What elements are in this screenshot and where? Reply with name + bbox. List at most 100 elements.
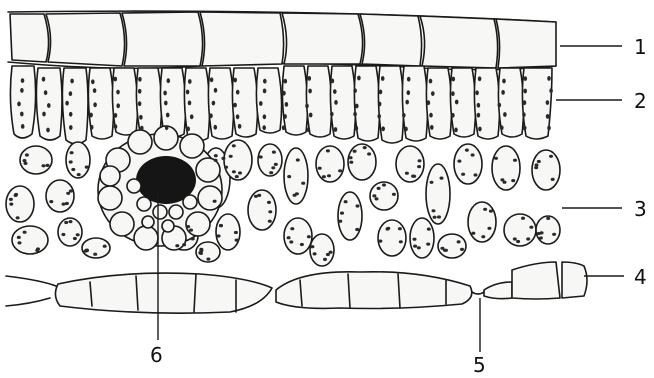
chloroplast-dot <box>210 77 214 82</box>
chloroplast-dot <box>413 245 417 248</box>
chloroplast-dot <box>349 161 353 164</box>
chloroplast-dot <box>355 126 359 131</box>
chloroplast-dot <box>513 159 517 162</box>
chloroplast-dot <box>363 146 367 149</box>
chloroplast-dot <box>259 101 263 106</box>
label-2: 2 <box>634 89 647 113</box>
chloroplast-dot <box>356 204 360 207</box>
chloroplast-dot <box>272 151 276 154</box>
chloroplast-dot <box>338 220 342 223</box>
chloroplast-dot <box>214 125 218 130</box>
chloroplast-dot <box>331 79 335 84</box>
chloroplast-dot <box>233 103 237 108</box>
chloroplast-dot <box>301 182 305 185</box>
chloroplast-dot <box>214 88 218 93</box>
chloroplast-dot <box>529 226 533 229</box>
chloroplast-dot <box>69 220 73 223</box>
chloroplast-dot <box>186 225 190 228</box>
chloroplast-dot <box>268 220 272 223</box>
chloroplast-dot <box>42 164 46 167</box>
chloroplast-dot <box>318 167 322 170</box>
chloroplast-dot <box>375 197 379 200</box>
chloroplast-dot <box>381 76 385 81</box>
chloroplast-dot <box>524 76 528 81</box>
chloroplast-dot <box>93 253 97 256</box>
chloroplast-dot <box>46 128 50 133</box>
chloroplast-dot <box>235 175 239 178</box>
chloroplast-dot <box>61 233 65 236</box>
chloroplast-dot <box>295 192 299 195</box>
chloroplast-dot <box>209 113 213 118</box>
chloroplast-dot <box>103 245 107 248</box>
chloroplast-dot <box>355 228 359 231</box>
label-3: 3 <box>634 197 647 221</box>
chloroplast-dot <box>268 210 272 213</box>
chloroplast-dot <box>355 104 359 109</box>
chloroplast-dot <box>478 127 482 132</box>
chloroplast-dot <box>69 160 73 163</box>
chloroplast-dot <box>511 179 515 182</box>
chloroplast-dot <box>405 100 409 105</box>
chloroplast-dot <box>471 153 475 156</box>
chloroplast-dot <box>9 203 13 206</box>
chloroplast-dot <box>432 209 436 212</box>
chloroplast-dot <box>296 158 300 161</box>
chloroplast-dot <box>190 114 194 119</box>
chloroplast-dot <box>547 126 551 131</box>
chloroplast-dot <box>238 124 242 129</box>
chloroplast-dot <box>537 160 541 163</box>
chloroplast-dot <box>454 127 458 132</box>
chloroplast-dot <box>18 241 22 244</box>
upper-epidermis <box>8 11 556 69</box>
chloroplast-dot <box>69 91 73 96</box>
chloroplast-dot <box>475 90 479 95</box>
label-5: 5 <box>473 353 486 377</box>
chloroplast-dot <box>234 231 238 234</box>
chloroplast-dot <box>217 234 221 237</box>
chloroplast-dot <box>326 149 330 152</box>
chloroplast-dot <box>282 125 286 130</box>
chloroplast-dot <box>430 181 434 184</box>
chloroplast-dot <box>461 173 465 176</box>
chloroplast-dot <box>66 192 70 195</box>
chloroplast-dot <box>455 100 459 105</box>
chloroplast-dot <box>501 90 505 95</box>
chloroplast-dot <box>236 90 240 95</box>
chloroplast-dot <box>379 90 383 95</box>
chloroplast-dot <box>17 102 21 107</box>
chloroplast-dot <box>417 246 421 249</box>
chloroplast-dot <box>65 202 69 205</box>
chloroplast-dot <box>437 215 441 218</box>
chloroplast-dot <box>212 101 216 106</box>
chloroplast-dot <box>308 76 312 81</box>
chloroplast-dot <box>69 125 73 130</box>
chloroplast-dot <box>76 233 80 236</box>
chloroplast-dot <box>378 240 382 243</box>
chloroplast-dot <box>116 103 120 108</box>
chloroplast-dot <box>349 156 353 159</box>
chloroplast-dot <box>263 114 267 119</box>
chloroplast-dot <box>233 78 237 83</box>
chloroplast-dot <box>90 125 94 130</box>
chloroplast-dot <box>23 231 27 234</box>
chloroplast-dot <box>189 229 193 232</box>
chloroplast-dot <box>309 113 313 118</box>
chloroplast-dot <box>372 194 376 197</box>
chloroplast-dot <box>333 89 337 94</box>
chloroplast-dot <box>116 90 120 95</box>
chloroplast-dot <box>138 89 142 94</box>
chloroplast-dot <box>14 193 18 196</box>
chloroplast-dot <box>465 149 469 152</box>
chloroplast-dot <box>24 162 28 165</box>
chloroplast-dot <box>481 235 485 238</box>
chloroplast-dot <box>378 102 382 107</box>
chloroplast-dot <box>23 159 27 162</box>
chloroplast-dot <box>430 125 434 130</box>
chloroplast-dot <box>71 168 75 171</box>
chloroplast-dot <box>20 112 24 117</box>
chloroplast-dot <box>167 78 171 83</box>
chloroplast-dot <box>93 102 97 107</box>
chloroplast-dot <box>300 243 304 246</box>
spongy-mesophyll <box>6 140 560 266</box>
chloroplast-dot <box>46 164 50 167</box>
